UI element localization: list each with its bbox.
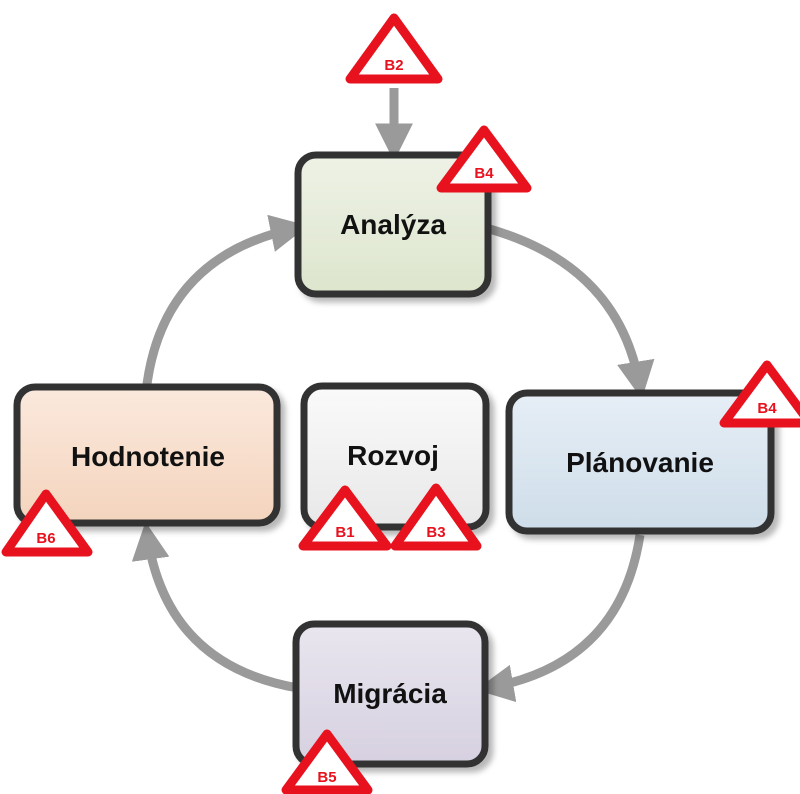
node-migracia-box <box>292 620 489 768</box>
badge-b2-top: B2 <box>345 13 443 84</box>
warning-triangle-icon <box>281 729 373 794</box>
node-hodnotenie-label: Hodnotenie <box>71 441 225 472</box>
warning-triangle-icon <box>436 125 532 193</box>
node-planovanie: Plánovanie <box>505 389 775 535</box>
warning-triangle-icon <box>390 483 482 551</box>
node-planovanie-box <box>505 389 775 535</box>
node-hodnotenie-box <box>13 383 281 527</box>
node-analyza-label: Analýza <box>340 209 446 240</box>
badge-b3-rozvoj: B3 <box>390 483 482 551</box>
node-migracia: Migrácia <box>292 620 489 768</box>
cycle-arrows <box>131 88 655 703</box>
arrow-planovanie-to-migracia <box>475 534 645 703</box>
arrow-analyza-to-planovanie <box>484 223 655 400</box>
warning-triangle-icon <box>345 13 443 84</box>
node-planovanie-label: Plánovanie <box>566 447 714 478</box>
badge-b5-label: B5 <box>317 769 336 786</box>
arrow-migracia-to-hodnotenie <box>131 521 299 693</box>
node-migracia-label: Migrácia <box>333 678 447 709</box>
node-rozvoj-label: Rozvoj <box>347 440 439 471</box>
arrow-hodnotenie-to-analyza <box>142 214 309 385</box>
badge-b6-hodnotenie: B6 <box>1 489 93 557</box>
warning-triangle-icon <box>298 485 392 551</box>
badge-b4-analyza: B4 <box>436 125 532 193</box>
badge-b1-rozvoj: B1 <box>298 485 392 551</box>
badge-b2-label: B2 <box>384 57 403 74</box>
warning-triangle-icon <box>719 360 800 428</box>
badge-b4-planovanie: B4 <box>719 360 800 428</box>
warning-triangle-icon <box>1 489 93 557</box>
badge-b5-migracia: B5 <box>281 729 373 794</box>
badge-b6-label: B6 <box>36 530 55 547</box>
badge-b4-analyza-label: B4 <box>474 165 494 182</box>
badge-b1-label: B1 <box>335 524 354 541</box>
badge-b4-planovanie-label: B4 <box>757 400 777 417</box>
node-hodnotenie: Hodnotenie <box>13 383 281 527</box>
badge-b3-label: B3 <box>426 524 445 541</box>
